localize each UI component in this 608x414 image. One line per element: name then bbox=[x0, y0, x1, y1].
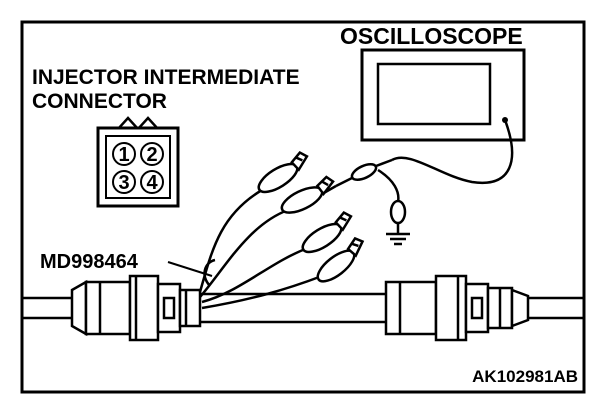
connector-pin-2: 2 bbox=[146, 144, 157, 166]
oscilloscope-label: OSCILLOSCOPE bbox=[340, 23, 523, 49]
figure-code: AK102981AB bbox=[472, 367, 578, 386]
alligator-clips bbox=[257, 150, 365, 283]
connector-pin-3: 3 bbox=[118, 172, 129, 194]
harness-cable bbox=[22, 292, 584, 324]
oscilloscope-screen bbox=[376, 62, 492, 126]
connector-pin-4: 4 bbox=[146, 172, 158, 194]
oscilloscope-probe bbox=[321, 119, 514, 196]
tool-label: MD998464 bbox=[40, 251, 139, 273]
connector-label-line1: INJECTOR INTERMEDIATE bbox=[32, 66, 300, 89]
connector-pin-1: 1 bbox=[118, 144, 129, 166]
ground-clip bbox=[377, 168, 410, 246]
connector-face: 1 2 3 4 bbox=[96, 116, 180, 208]
right-connector-pair bbox=[384, 274, 530, 342]
oscilloscope bbox=[360, 48, 526, 142]
tool-leader-line bbox=[167, 261, 213, 277]
connector-label-line2: CONNECTOR bbox=[32, 90, 167, 113]
test-harness-wires bbox=[198, 188, 323, 310]
left-connector-pair bbox=[70, 274, 202, 342]
